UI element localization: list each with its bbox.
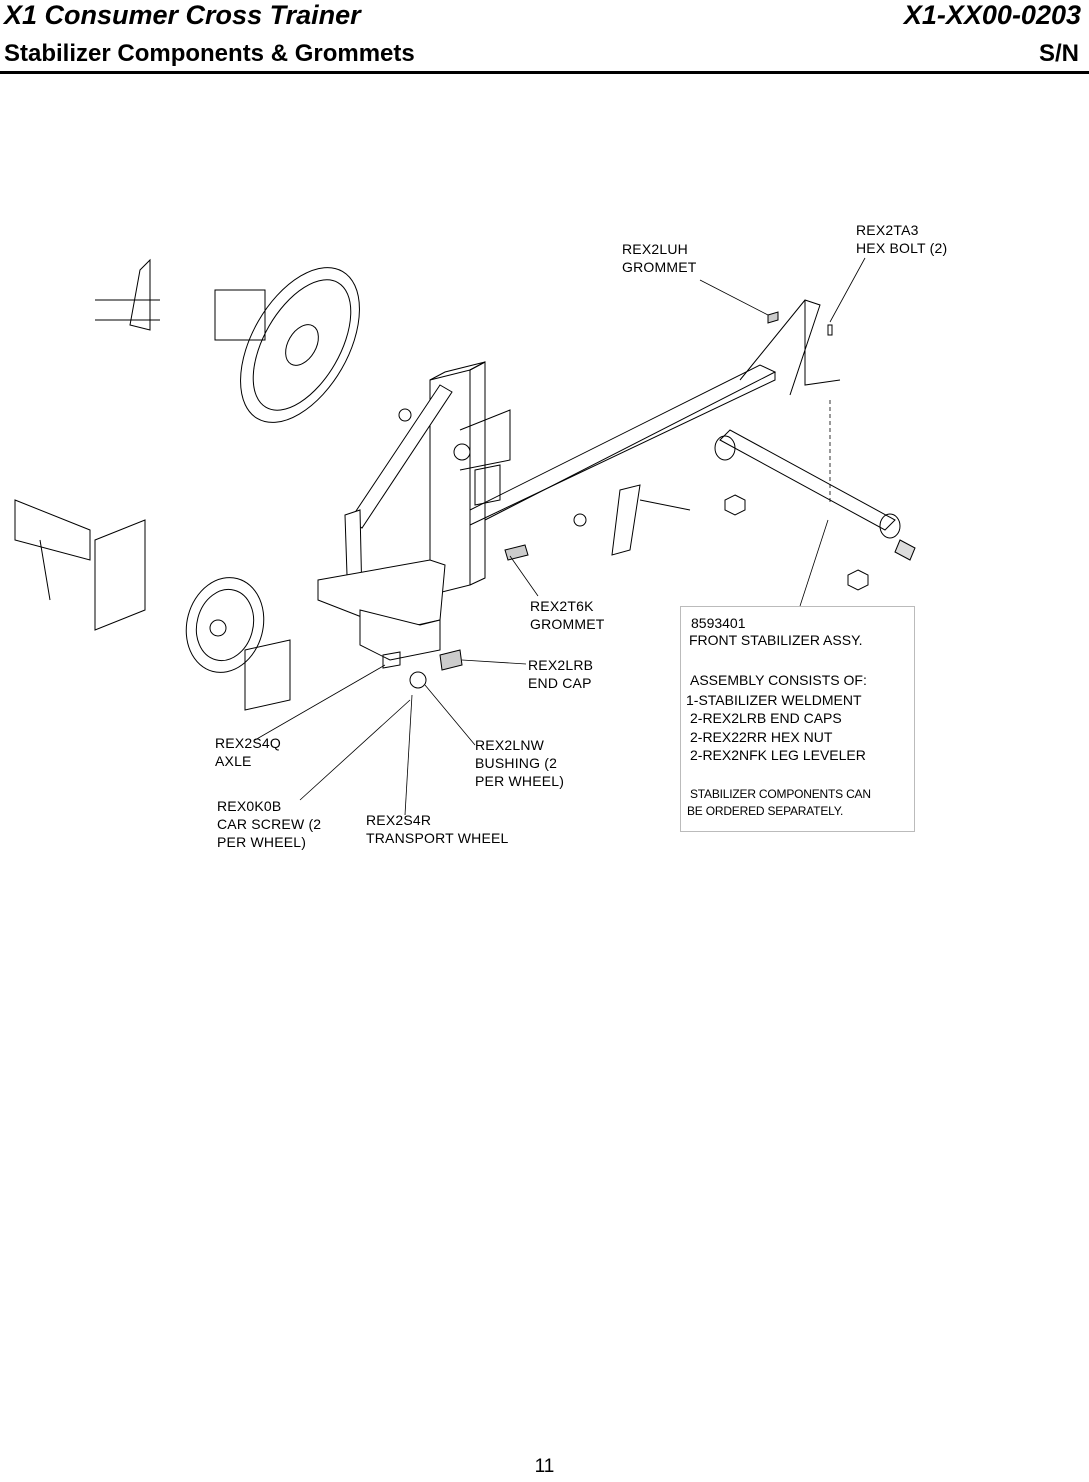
rear-leg-bracket bbox=[573, 484, 691, 556]
assembly-item: 2-REX22RR HEX NUT bbox=[690, 729, 833, 745]
callout-rex0k0b: REX0K0B CAR SCREW (2 PER WHEEL) bbox=[217, 797, 321, 851]
header-divider bbox=[0, 71, 1089, 74]
assembly-note: BE ORDERED SEPARATELY. bbox=[687, 804, 844, 818]
part-description: END CAP bbox=[528, 675, 592, 691]
callout-rex2t6k: REX2T6K GROMMET bbox=[530, 597, 605, 633]
model-code: X1-XX00-0203 bbox=[903, 0, 1081, 30]
callout-rex2lnw: REX2LNW BUSHING (2 PER WHEEL) bbox=[475, 736, 564, 790]
part-description: TRANSPORT WHEEL bbox=[366, 830, 509, 846]
part-number: REX2S4Q bbox=[215, 735, 281, 751]
assembly-item: 1-STABILIZER WELDMENT bbox=[686, 692, 862, 708]
transport-wheel-bottom bbox=[14, 499, 291, 711]
part-description: CAR SCREW (2 bbox=[217, 816, 322, 832]
assembly-consists-label: ASSEMBLY CONSISTS OF: bbox=[690, 672, 867, 688]
assembly-info-box: 8593401 FRONT STABILIZER ASSY. ASSEMBLY … bbox=[680, 606, 915, 832]
page-number: 11 bbox=[534, 1456, 555, 1477]
part-description: GROMMET bbox=[530, 616, 605, 632]
part-description: PER WHEEL) bbox=[217, 834, 307, 850]
callout-rex2lrb: REX2LRB END CAP bbox=[528, 656, 593, 692]
transport-wheel-top bbox=[95, 258, 412, 423]
part-number: REX2T6K bbox=[530, 598, 594, 614]
part-description: PER WHEEL) bbox=[475, 773, 565, 789]
callout-rex2s4r: REX2S4R TRANSPORT WHEEL bbox=[366, 811, 509, 847]
part-number: REX2LNW bbox=[475, 737, 545, 753]
part-number: REX2LRB bbox=[528, 657, 594, 673]
part-description: GROMMET bbox=[622, 259, 697, 275]
part-description: AXLE bbox=[215, 753, 252, 769]
assembly-note: STABILIZER COMPONENTS CAN bbox=[690, 787, 871, 801]
section-subtitle: Stabilizer Components & Grommets bbox=[4, 40, 415, 67]
part-number: REX2S4R bbox=[366, 812, 432, 828]
small-parts bbox=[382, 311, 833, 689]
callout-rex2luh: REX2LUH GROMMET bbox=[622, 240, 697, 276]
assembly-item: 2-REX2NFK LEG LEVELER bbox=[690, 747, 866, 763]
serial-number-label: S/N bbox=[1038, 40, 1079, 67]
assembly-item: 2-REX2LRB END CAPS bbox=[690, 710, 842, 726]
stabilizer-frame bbox=[317, 299, 841, 661]
callout-rex2s4q: REX2S4Q AXLE bbox=[215, 734, 281, 770]
part-number: REX0K0B bbox=[217, 798, 282, 814]
assembly-name: FRONT STABILIZER ASSY. bbox=[689, 632, 863, 648]
callout-rex2ta3: REX2TA3 HEX BOLT (2) bbox=[856, 221, 947, 257]
leader-lines bbox=[254, 257, 866, 816]
exploded-parts-diagram bbox=[14, 257, 916, 816]
assembly-number: 8593401 bbox=[691, 615, 746, 631]
document-title: X1 Consumer Cross Trainer bbox=[4, 0, 361, 30]
front-stabilizer-tube bbox=[714, 429, 916, 591]
part-description: BUSHING (2 bbox=[475, 755, 558, 771]
part-number: REX2LUH bbox=[622, 241, 688, 257]
part-number: REX2TA3 bbox=[856, 222, 919, 238]
part-description: HEX BOLT (2) bbox=[856, 240, 948, 256]
